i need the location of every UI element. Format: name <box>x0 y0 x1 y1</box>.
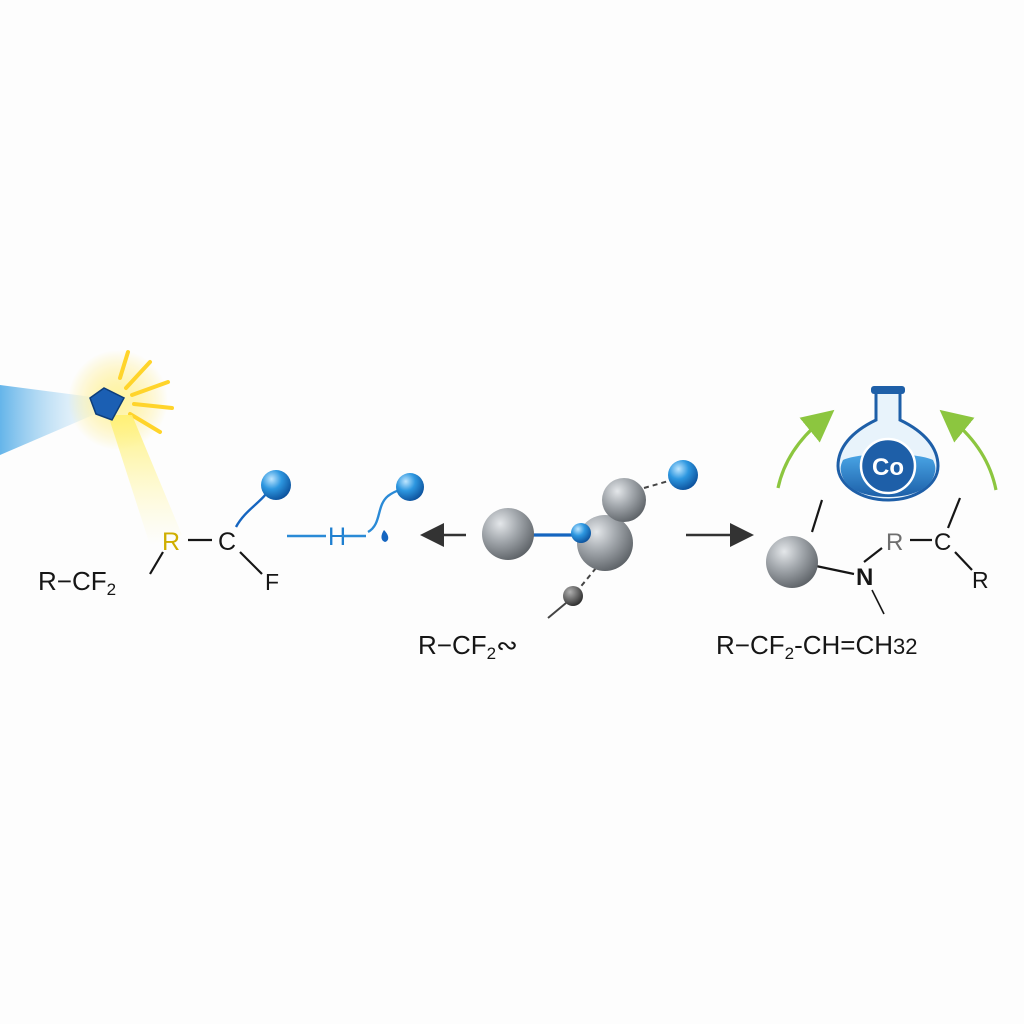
hydrogen-droplet <box>381 530 389 542</box>
product-formula-tail: 32 <box>893 634 917 659</box>
product-formula: R−CF2-CH=CH32 <box>716 630 918 663</box>
atom-r-yellow: R <box>162 528 180 556</box>
product-formula-part1: R−CF <box>716 630 785 660</box>
catalyst-badge <box>859 437 917 495</box>
cycle-arrow-left <box>776 409 835 489</box>
right-bond-sphere-n <box>815 564 855 576</box>
blue-sphere-small <box>571 523 591 543</box>
bond-c-sphere <box>234 493 267 528</box>
yellow-light-cone <box>108 415 182 545</box>
left-formula: R−CF2 <box>38 566 116 599</box>
cycle-arrow-right <box>939 409 998 491</box>
dark-sphere-tail <box>547 602 567 619</box>
right-bond-n-r <box>863 547 883 563</box>
center-cluster: R−CF2∾ <box>418 460 698 663</box>
catalyst-label: Co <box>872 454 904 481</box>
center-formula-tail: ∾ <box>496 630 518 660</box>
hydrogen-label: H <box>328 523 346 551</box>
hydrogen-sphere <box>396 473 424 501</box>
flask-neck-rim <box>871 386 905 394</box>
blue-light-emitter-icon <box>89 387 126 421</box>
center-dashed-bond <box>643 479 673 489</box>
blue-sphere-top <box>668 460 698 490</box>
atom-c: C <box>218 528 236 556</box>
bond-c-f <box>239 551 263 575</box>
atom-r-right: R <box>972 567 989 593</box>
left-molecule: R C F R−CF2 <box>38 470 291 599</box>
light-source <box>0 350 182 545</box>
dark-sphere <box>563 586 583 606</box>
catalyst-cycle: Co <box>776 386 998 502</box>
atom-r-grey: R <box>886 529 903 556</box>
bond-r-down <box>149 551 164 575</box>
right-bond-upper <box>810 499 824 533</box>
center-formula: R−CF2∾ <box>418 630 518 663</box>
blue-atom-sphere <box>261 470 291 500</box>
atom-c-right: C <box>934 529 951 556</box>
hydrogen-transfer: H <box>287 473 424 551</box>
product-formula-part2: -CH=CH <box>794 630 893 660</box>
left-formula-main: R−CF <box>38 566 107 596</box>
light-rays <box>118 350 174 434</box>
grey-sphere-large <box>577 515 633 571</box>
grey-sphere-upper <box>602 478 646 522</box>
grey-sphere-left <box>482 508 534 560</box>
product-formula-subscript: 2 <box>785 644 794 663</box>
right-bond-c-up <box>946 497 962 529</box>
center-formula-subscript: 2 <box>487 644 496 663</box>
flask-icon: Co <box>836 386 940 502</box>
grey-sphere-right <box>766 536 818 588</box>
hydrogen-wave-bond <box>367 488 401 534</box>
right-molecule: N R C R R−CF2-CH=CH32 <box>716 497 989 663</box>
right-bond-c-r <box>954 551 973 571</box>
atom-f: F <box>265 569 279 595</box>
center-dashed-lower <box>577 567 597 591</box>
atom-n: N <box>856 564 873 591</box>
right-bond-n-down <box>871 589 885 615</box>
left-formula-subscript: 2 <box>107 580 116 599</box>
center-formula-main: R−CF <box>418 630 487 660</box>
